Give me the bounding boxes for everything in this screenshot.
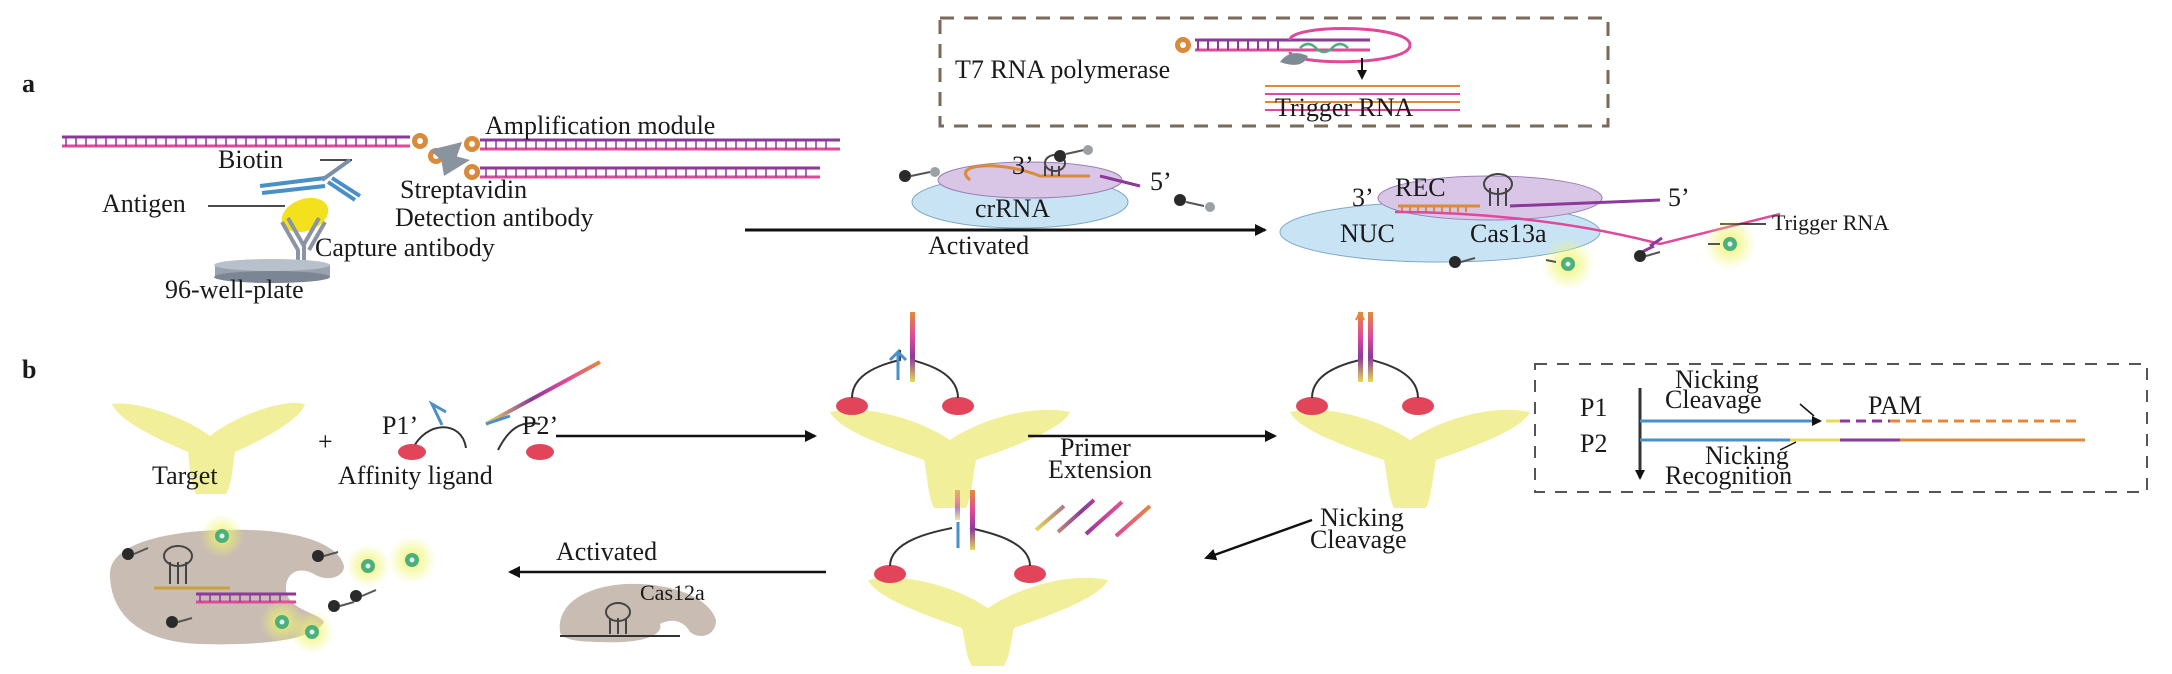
cleaved-reporters-a [1449, 218, 1756, 290]
rec-label: REC [1395, 173, 1446, 202]
primer-label: Primer [1060, 433, 1131, 462]
nicking-inset [1534, 363, 2148, 493]
detection-antibody-label: Detection antibody [395, 203, 594, 232]
panel-a-label: a [22, 69, 35, 98]
target-icon [112, 402, 305, 494]
t7-inset: T7 RNA polymerase Trigger RNA [938, 16, 1610, 128]
nicking-label: Nicking [1320, 503, 1404, 532]
extension-label: Extension [1048, 455, 1152, 484]
cleaved-reporters-b [122, 514, 436, 654]
p2-prime-label: P2’ [522, 411, 558, 440]
target-complex-1 [830, 312, 1070, 508]
trigger-rna-strands [1265, 85, 1460, 111]
trigger-rna-label-active: Trigger RNA [1772, 210, 1889, 235]
t7-template-dna [1175, 27, 1412, 64]
p2-label: P2 [1580, 429, 1607, 458]
nicking-arrow [1204, 518, 1313, 561]
trigger-rna-inset-label: Trigger RNA [1275, 93, 1414, 122]
affinity-ligand-icon [398, 360, 601, 460]
well-plate-label: 96-well-plate [165, 275, 304, 304]
amplification-module-dna [62, 133, 840, 180]
reporter-probes-inactive [899, 145, 1215, 212]
nicking-bottom-label: Nicking [1705, 441, 1789, 470]
t7-rna-polymerase-label: T7 RNA polymerase [955, 55, 1170, 84]
detection-antibody-icon [259, 158, 362, 202]
p1-label: P1 [1580, 393, 1607, 422]
three-prime-label-active: 3’ [1352, 183, 1374, 212]
nuc-label: NUC [1340, 219, 1395, 248]
streptavidin-label: Streptavidin [400, 175, 527, 204]
inset-cleavage-label: Cleavage [1665, 385, 1762, 414]
well-plate-icon [214, 259, 330, 283]
target-complex-2 [1290, 311, 1530, 508]
target-label: Target [152, 461, 218, 490]
three-prime-label-inactive: 3’ [1012, 151, 1034, 180]
antigen-label: Antigen [102, 189, 186, 218]
recognition-label: Recognition [1665, 461, 1792, 490]
p1-prime-label: P1’ [382, 411, 418, 440]
plus-sign: + [318, 427, 333, 456]
nicking-top-label: Nicking [1675, 365, 1759, 394]
capture-antibody-label: Capture antibody [315, 233, 495, 262]
t7-polymerase-icon [1280, 53, 1308, 65]
amplification-module-label: Amplification module [485, 111, 715, 140]
streptavidin-icon [430, 142, 470, 176]
cas13a-active-icon [1279, 173, 1781, 263]
panel-b-label: b [22, 355, 36, 384]
five-prime-label-active: 5’ [1668, 183, 1690, 212]
pam-label: PAM [1868, 391, 1922, 420]
target-complex-3 [868, 490, 1108, 666]
released-strands [1034, 498, 1152, 538]
cas12a-inactive-icon [559, 583, 716, 643]
activated-label-a: Activated [928, 231, 1029, 260]
crrna-label: crRNA [975, 194, 1050, 223]
biotin-label: Biotin [218, 145, 283, 174]
activated-label-b: Activated [556, 537, 657, 566]
cas13a-label: Cas13a [1470, 219, 1547, 248]
cas13a-inactive-icon [911, 154, 1141, 229]
cas12a-label: Cas12a [640, 580, 705, 605]
five-prime-label-inactive: 5’ [1150, 167, 1172, 196]
cleavage-label: Cleavage [1310, 525, 1407, 554]
affinity-ligand-label: Affinity ligand [338, 461, 493, 490]
